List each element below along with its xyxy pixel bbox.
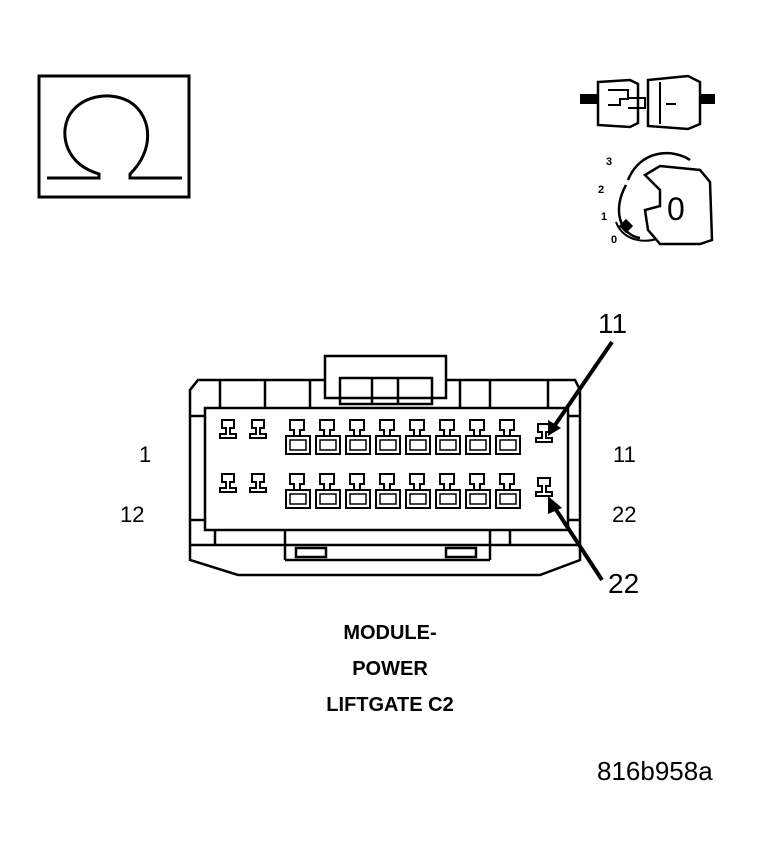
ignition-scale-1: 1 (601, 211, 608, 223)
pin-cavity-row1-1 (285, 419, 311, 455)
pin-cavity-row2-3 (345, 473, 371, 509)
pin-cavity-row2-8 (495, 473, 521, 509)
pin-cavity-row1-2 (315, 419, 341, 455)
ignition-key-icon (615, 151, 714, 246)
pin-label-11: 11 (613, 442, 636, 467)
pin-cavity-row1-7 (465, 419, 491, 455)
pin-small-1-b (249, 419, 267, 439)
pin-label-12: 12 (120, 502, 145, 527)
figure-id: 816b958a (597, 756, 713, 786)
pin-end-2 (535, 477, 553, 497)
ignition-scale-0: 0 (611, 234, 618, 246)
pin-small-2-b (249, 473, 267, 493)
callout-arrow-11 (548, 340, 614, 436)
pin-small-1-a (219, 419, 237, 439)
title-line-3: LIFTGATE C2 (326, 694, 454, 716)
ignition-key-position: 0 (667, 191, 685, 227)
pin-label-22: 22 (612, 502, 637, 527)
pin-cavity-row1-4 (375, 419, 401, 455)
pin-cavity-row1-3 (345, 419, 371, 455)
pin-cavity-row2-7 (465, 473, 491, 509)
pin-cavity-row1-6 (435, 419, 461, 455)
pin-cavity-row2-6 (435, 473, 461, 509)
callout-label-22: 22 (608, 568, 640, 599)
pin-label-1: 1 (139, 442, 152, 467)
ignition-scale-3: 3 (606, 156, 613, 168)
ohmmeter-icon (37, 74, 191, 199)
pin-cavity-row2-4 (375, 473, 401, 509)
pin-cavity-row1-5 (405, 419, 431, 455)
title-line-1: MODULE- (343, 622, 437, 644)
connector-pins (219, 419, 553, 509)
callout-label-11: 11 (598, 308, 628, 339)
pin-cavity-row1-8 (495, 419, 521, 455)
connector-housing (188, 354, 582, 577)
title-line-2: POWER (352, 658, 428, 680)
pin-cavity-row2-1 (285, 473, 311, 509)
ignition-scale-2: 2 (598, 184, 605, 196)
pin-cavity-row2-5 (405, 473, 431, 509)
callout-arrow-22 (548, 496, 604, 582)
pin-cavity-row2-2 (315, 473, 341, 509)
disconnected-connector-icon (580, 74, 715, 131)
pin-small-2-a (219, 473, 237, 493)
